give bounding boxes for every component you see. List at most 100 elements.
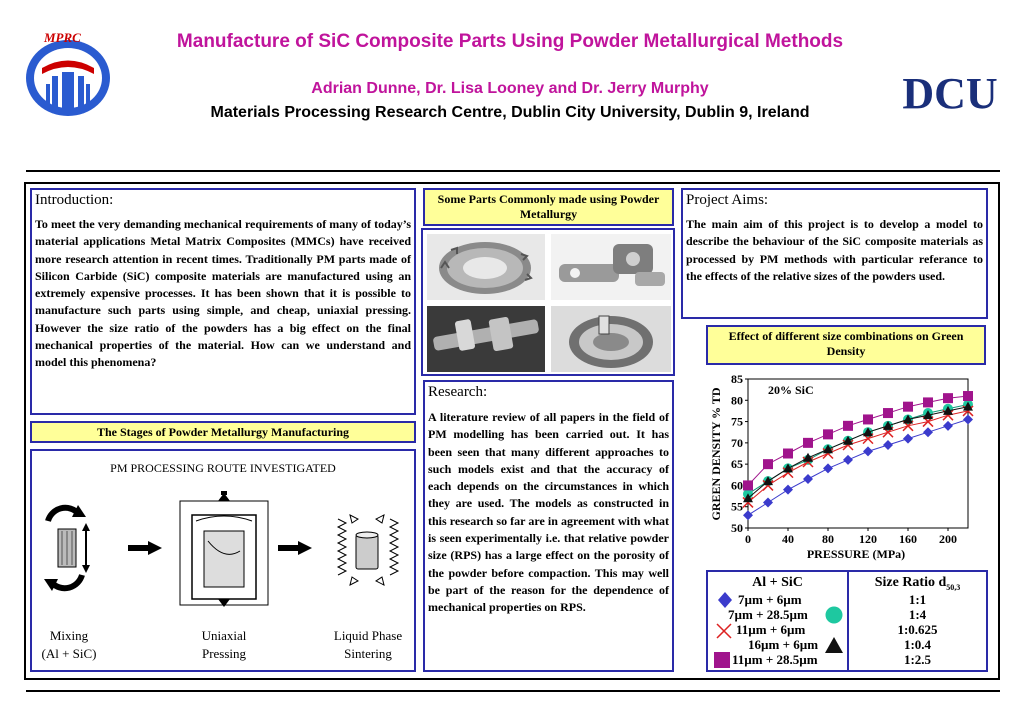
cross-marker-icon bbox=[716, 623, 732, 639]
diamond-marker-icon bbox=[718, 592, 732, 608]
series-trend-line bbox=[747, 406, 969, 499]
effect-title: Effect of different size combinations on… bbox=[706, 325, 986, 365]
mixing-icon bbox=[44, 504, 90, 592]
data-point-square bbox=[923, 397, 933, 408]
data-point-square bbox=[823, 429, 833, 440]
data-point-triangle bbox=[883, 420, 893, 430]
table-combo: 11µm + 28.5µm bbox=[732, 652, 818, 667]
step-label-line: Uniaxial bbox=[201, 628, 247, 643]
mprc-logo bbox=[26, 40, 110, 116]
y-tick-label: 65 bbox=[731, 457, 743, 471]
triangle-marker-icon bbox=[825, 637, 843, 653]
step-label-line: Sintering bbox=[344, 646, 392, 661]
introduction-panel: Introduction: To meet the very demanding… bbox=[30, 188, 416, 415]
step-sintering-label: Liquid Phase Sintering bbox=[318, 627, 418, 663]
data-point-triangle bbox=[823, 444, 833, 454]
data-point-diamond bbox=[823, 463, 833, 474]
shaft-part-photo bbox=[427, 306, 545, 372]
y-tick-label: 75 bbox=[731, 415, 743, 429]
gear-ring-photo bbox=[427, 234, 545, 300]
data-point-diamond bbox=[743, 510, 753, 521]
arrow-right-icon bbox=[278, 541, 312, 555]
table-ratio: 1:1 bbox=[908, 592, 927, 607]
parts-title: Some Parts Commonly made using Powder Me… bbox=[423, 188, 674, 226]
data-point-triangle bbox=[943, 405, 953, 415]
data-point-square bbox=[843, 420, 853, 431]
data-point-diamond bbox=[863, 446, 873, 457]
data-point-square bbox=[743, 480, 753, 491]
x-tick-label: 40 bbox=[782, 532, 794, 546]
data-point-square bbox=[863, 414, 873, 425]
data-point-diamond bbox=[783, 484, 793, 495]
data-point-cross bbox=[802, 456, 814, 468]
data-point-triangle bbox=[743, 493, 753, 503]
x-tick-label: 80 bbox=[822, 532, 834, 546]
dcu-logo-text: DCU bbox=[902, 69, 997, 118]
footer-divider bbox=[26, 690, 1000, 692]
research-heading: Research: bbox=[428, 384, 488, 400]
series-trend-line bbox=[747, 410, 969, 503]
x-tick-label: 120 bbox=[859, 532, 877, 546]
data-point-square bbox=[943, 393, 953, 404]
lever-part-photo bbox=[551, 234, 671, 300]
data-point-diamond bbox=[803, 474, 813, 485]
research-panel: Research: A literature review of all pap… bbox=[423, 380, 674, 672]
project-aims-text: The main aim of this project is to devel… bbox=[686, 217, 983, 283]
poster-authors: Adrian Dunne, Dr. Lisa Looney and Dr. Je… bbox=[311, 80, 709, 97]
chart-plot-border bbox=[747, 378, 969, 529]
circle-marker-icon bbox=[825, 606, 843, 624]
data-point-cross bbox=[762, 479, 774, 491]
data-point-square bbox=[803, 437, 813, 448]
introduction-text: To meet the very demanding mechanical re… bbox=[35, 217, 411, 370]
table-ratio: 1:0.625 bbox=[897, 622, 938, 637]
step-label-line: Liquid Phase bbox=[333, 628, 403, 643]
data-point-square bbox=[883, 408, 893, 419]
project-aims-panel: Project Aims: The main aim of this proje… bbox=[681, 188, 988, 319]
x-tick-label: 0 bbox=[745, 532, 751, 546]
y-tick-label: 85 bbox=[731, 372, 743, 386]
poster-affiliation: Materials Processing Research Centre, Du… bbox=[210, 104, 810, 121]
pressing-icon bbox=[179, 491, 269, 607]
data-point-square bbox=[963, 391, 973, 402]
data-point-triangle bbox=[763, 476, 773, 486]
arrow-right-icon bbox=[128, 541, 162, 555]
data-point-cross bbox=[742, 496, 754, 508]
chart-marks bbox=[742, 391, 974, 521]
data-point-diamond bbox=[843, 454, 853, 465]
stages-title: The Stages of Powder Metallurgy Manufact… bbox=[30, 421, 416, 443]
y-tick-label: 80 bbox=[731, 393, 743, 407]
data-point-square bbox=[783, 448, 793, 459]
data-point-diamond bbox=[943, 420, 953, 431]
x-tick-label: 160 bbox=[899, 532, 917, 546]
chart-annotation: 20% SiC bbox=[768, 383, 814, 397]
table-column-divider bbox=[847, 572, 849, 670]
sintering-icon bbox=[336, 514, 400, 586]
header-divider bbox=[26, 170, 1000, 172]
table-ratio: 1:2.5 bbox=[903, 652, 932, 667]
step-pressing-label: Uniaxial Pressing bbox=[182, 627, 266, 663]
data-point-triangle bbox=[923, 410, 933, 420]
table-combo: 16µm + 6µm bbox=[748, 637, 819, 652]
data-point-triangle bbox=[803, 452, 813, 462]
series-trend-line bbox=[747, 418, 969, 516]
research-text: A literature review of all papers in the… bbox=[428, 410, 669, 615]
table-ratio: 1:4 bbox=[908, 607, 927, 622]
square-marker-icon bbox=[714, 652, 730, 668]
step-label-line: (Al + SiC) bbox=[41, 646, 97, 661]
project-aims-heading: Project Aims: bbox=[686, 192, 769, 208]
data-point-triangle bbox=[843, 435, 853, 445]
mprc-logo-label: MPRC bbox=[44, 30, 81, 45]
poster-title: Manufacture of SiC Composite Parts Using… bbox=[176, 31, 844, 52]
data-point-triangle bbox=[863, 427, 873, 437]
data-point-diamond bbox=[763, 497, 773, 508]
series-trend-line bbox=[747, 395, 969, 486]
table-combo: 7µm + 28.5µm bbox=[728, 607, 808, 622]
data-point-square bbox=[763, 459, 773, 470]
y-tick-label: 70 bbox=[731, 436, 743, 450]
size-ratio-table: Al + SiC Size Ratio d50,3 7µm + 6µm 7µm … bbox=[706, 570, 988, 672]
step-mixing-label: Mixing (Al + SiC) bbox=[32, 627, 106, 663]
chart-x-label: PRESSURE (MPa) bbox=[807, 547, 905, 561]
y-tick-label: 50 bbox=[731, 521, 743, 535]
data-point-triangle bbox=[963, 401, 973, 411]
